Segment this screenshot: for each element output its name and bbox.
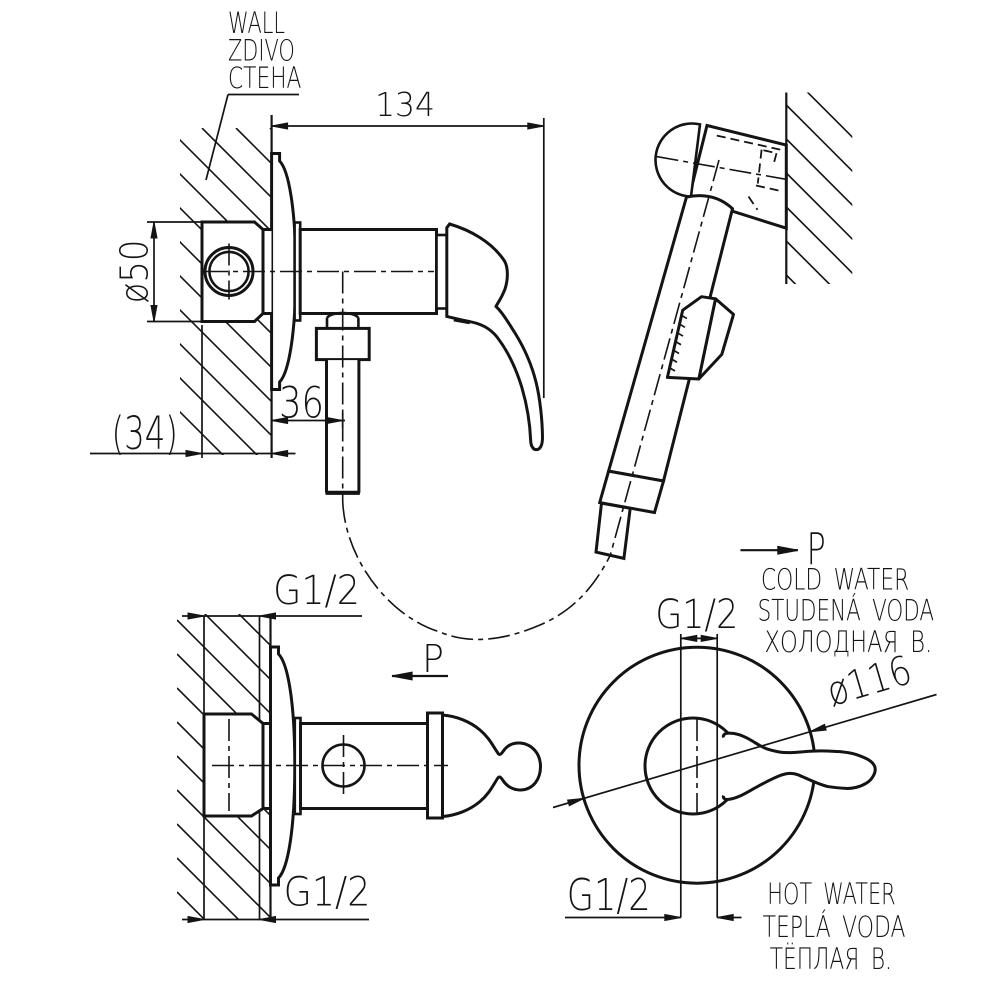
dimension-g12-side-top: G1/2 bbox=[182, 568, 362, 620]
trigger-serration bbox=[670, 358, 678, 363]
dimension-g12-front-top: G1/2 bbox=[655, 591, 738, 642]
hidden-line bbox=[755, 184, 782, 192]
trigger-serration bbox=[672, 349, 680, 355]
sprayer-trigger bbox=[665, 295, 735, 381]
dim-g12-side-top-text: G1/2 bbox=[273, 568, 360, 614]
trigger-serration bbox=[668, 366, 676, 372]
trigger-front-face bbox=[665, 295, 717, 381]
hatch-line bbox=[177, 619, 271, 919]
sprayer-body bbox=[606, 194, 735, 483]
view-direction-p-side: P bbox=[391, 637, 448, 681]
sprayer-outlet bbox=[594, 501, 632, 561]
hatch-line bbox=[786, 206, 853, 275]
dim-arrowhead bbox=[271, 122, 289, 130]
shower-hose-centerline bbox=[341, 500, 611, 641]
hatch-line bbox=[786, 104, 853, 173]
hatch-line bbox=[180, 128, 272, 455]
sprayer-axis-centerline bbox=[609, 159, 720, 556]
wall-label-cs: ZDIVO bbox=[228, 34, 295, 67]
hatch-line bbox=[177, 614, 271, 919]
hatch-line bbox=[806, 92, 853, 139]
trigger-serration bbox=[674, 340, 682, 346]
hot-water-ru: ТЁПЛАЯ В. bbox=[770, 943, 892, 977]
trigger-serration bbox=[680, 314, 688, 320]
trigger-serration bbox=[678, 323, 686, 329]
dim-arrowhead bbox=[664, 914, 682, 921]
dim-arrowhead bbox=[527, 122, 545, 130]
trigger-serration bbox=[676, 331, 684, 337]
view-arrow-head bbox=[777, 545, 799, 555]
side-view-p: G1/2G1/2P bbox=[177, 568, 543, 923]
hatch-line bbox=[180, 128, 272, 455]
hidden-line bbox=[763, 149, 777, 155]
hatch-line bbox=[177, 789, 271, 919]
dimension-dia50: ø50 bbox=[114, 221, 201, 323]
view-p-front-text: P bbox=[807, 524, 826, 576]
hidden-line bbox=[772, 152, 778, 167]
dimension-134: 134 bbox=[271, 85, 545, 398]
hidden-line bbox=[756, 149, 763, 184]
dim-arrowhead bbox=[150, 305, 158, 322]
side-section-view: 134 ø50 (34) 36 bbox=[90, 85, 545, 501]
dim-g12-front-bottom-text: G1/2 bbox=[567, 870, 651, 921]
wall-label-ru: СТЕНА bbox=[228, 62, 301, 96]
dim-arrowhead bbox=[187, 612, 205, 620]
view-arrow-head bbox=[391, 671, 413, 681]
hot-water-cs: TEPLÁ VODA bbox=[763, 909, 906, 945]
dimension-line bbox=[552, 693, 937, 809]
sprayer-nut bbox=[597, 469, 666, 515]
dim-134-text: 134 bbox=[375, 85, 435, 124]
hatch-line bbox=[180, 128, 271, 455]
cold-water-cs: STUDENÁ VODA bbox=[758, 594, 934, 628]
bracket-hidden-cone bbox=[716, 134, 782, 211]
hatch-line bbox=[177, 823, 271, 919]
dimension-34: (34) bbox=[90, 325, 296, 460]
bracket-axis-centerline bbox=[656, 155, 793, 182]
dimension-g12-side-bottom: G1/2 bbox=[182, 870, 370, 923]
dim-36-text: 36 bbox=[279, 379, 324, 428]
cold-water-en: COLD WATER bbox=[761, 563, 909, 597]
wall-label-en: WALL bbox=[228, 7, 285, 40]
dim-arrowhead bbox=[271, 450, 289, 457]
hidden-line bbox=[716, 134, 782, 151]
dim-arrowhead bbox=[259, 916, 276, 923]
dim-arrowhead bbox=[150, 221, 158, 239]
wall-label-leader bbox=[205, 94, 229, 181]
dim-g12-side-bottom-text: G1/2 bbox=[284, 870, 371, 916]
hatch-line bbox=[786, 240, 831, 284]
hatch-line bbox=[180, 128, 272, 455]
hatch-line bbox=[786, 138, 853, 207]
handle-lever bbox=[445, 222, 545, 452]
view-p-side-text: P bbox=[422, 637, 444, 681]
dim-o50-text: ø50 bbox=[114, 240, 157, 304]
dim-arrowhead bbox=[716, 914, 734, 921]
dimension-36: 36 bbox=[271, 379, 345, 428]
hot-water-en: HOT WATER bbox=[767, 878, 895, 911]
hand-sprayer-view bbox=[594, 92, 853, 561]
dim-g12-front-top-text: G1/2 bbox=[655, 591, 738, 638]
dimension-g12-front-bottom: G1/2 bbox=[565, 870, 742, 921]
hatch-line bbox=[201, 128, 272, 455]
cold-water-ru: ХОЛОДНАЯ В. bbox=[765, 626, 933, 659]
wall-hatching-sprayer bbox=[786, 92, 853, 284]
dim-34-text: (34) bbox=[111, 409, 177, 461]
handle-end-profile bbox=[441, 713, 543, 819]
hatch-line bbox=[177, 857, 271, 919]
hatch-line bbox=[786, 172, 853, 241]
view-direction-p-front: P bbox=[740, 524, 826, 576]
dim-arrowhead bbox=[185, 450, 203, 457]
hidden-line bbox=[747, 195, 759, 211]
hatch-line bbox=[177, 653, 271, 919]
hatch-line bbox=[786, 274, 797, 284]
handle-cap-bottom-edge bbox=[453, 317, 471, 325]
